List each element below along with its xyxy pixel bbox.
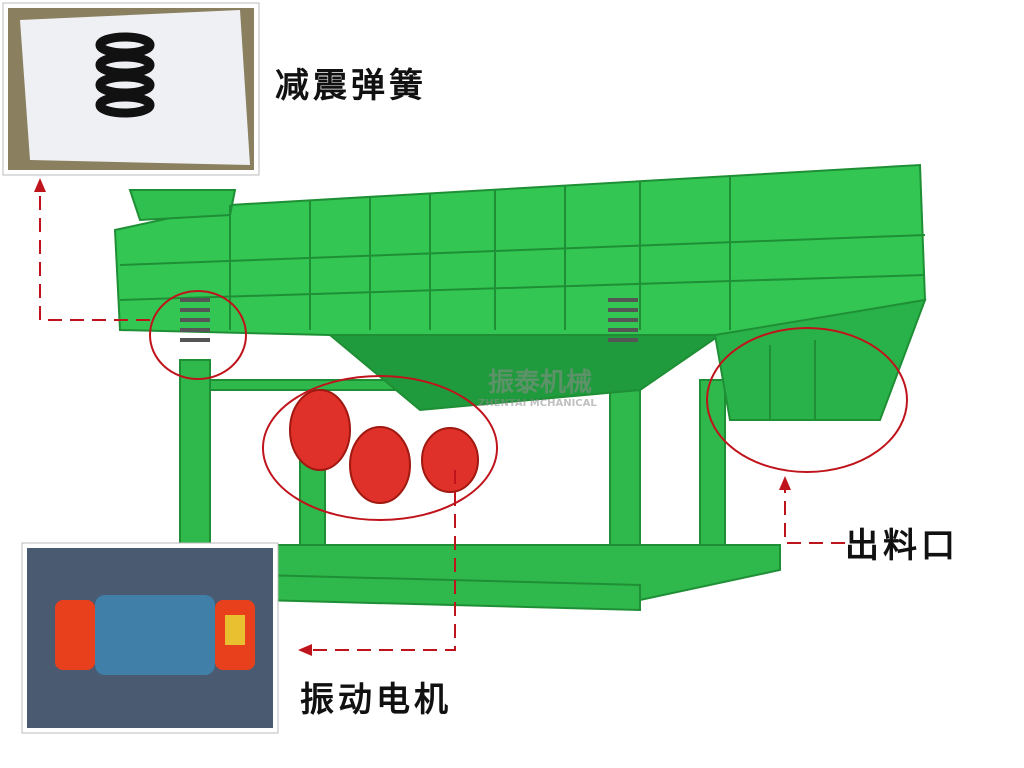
- watermark-brand-cn: 振泰机械: [488, 368, 593, 398]
- damping-springs: [180, 298, 638, 342]
- vibration-motors: [289, 389, 479, 504]
- label-discharge-outlet: 出料口: [845, 526, 959, 566]
- label-damping-spring: 减震弹簧: [275, 66, 427, 106]
- screen-box: [113, 163, 927, 421]
- callout-arrows: [39, 190, 845, 651]
- outlet-callout-circle: [706, 327, 908, 473]
- callout-circles: [149, 290, 908, 521]
- motor-photo-inset: [21, 542, 279, 734]
- motor-callout-circle: [262, 375, 498, 521]
- label-vibration-motor: 振动电机: [300, 680, 452, 720]
- spring-callout-circle: [149, 290, 247, 380]
- spring-photo-inset: [2, 2, 260, 176]
- arrow-heads: [34, 178, 791, 656]
- watermark-brand-en: ZHENTAI MCHANICAL: [478, 398, 597, 409]
